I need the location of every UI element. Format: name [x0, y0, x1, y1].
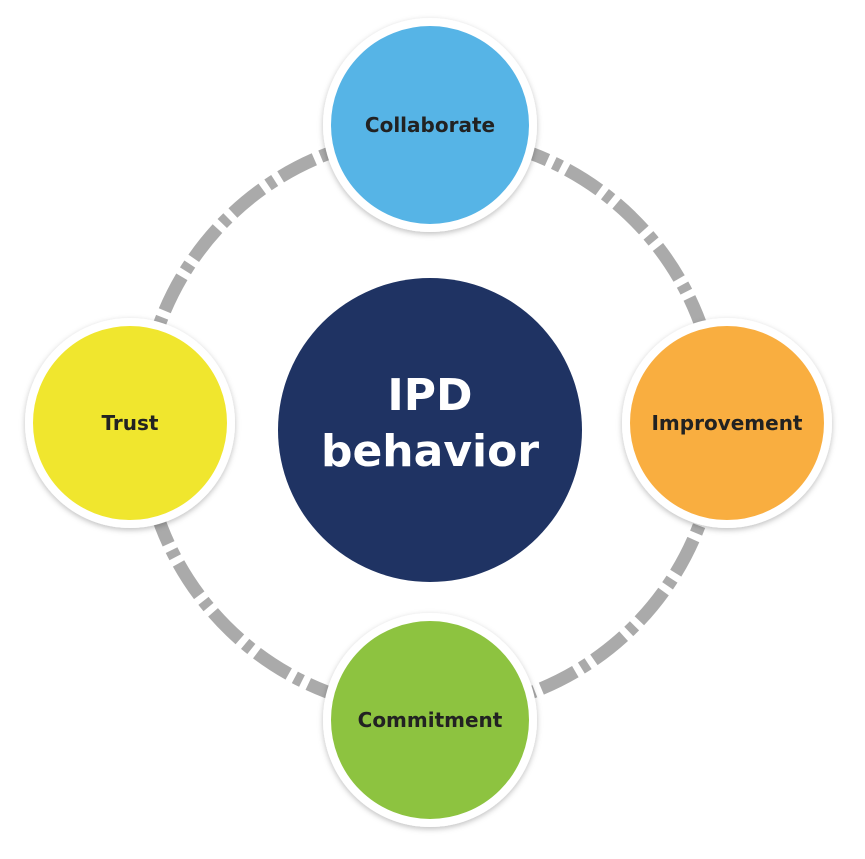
node-improvement-circle: [622, 318, 832, 528]
node-collaborate-label: Collaborate: [365, 113, 495, 137]
node-commitment: Commitment: [323, 613, 537, 827]
center-node: IPD behavior: [278, 278, 582, 582]
node-commitment-label: Commitment: [358, 708, 503, 732]
node-trust-label: Trust: [101, 411, 158, 435]
node-trust: Trust: [25, 318, 235, 528]
node-improvement-label: Improvement: [651, 411, 802, 435]
node-collaborate-circle: [323, 18, 537, 232]
node-improvement: Improvement: [622, 318, 832, 528]
node-commitment-circle: [323, 613, 537, 827]
node-collaborate: Collaborate: [323, 18, 537, 232]
center-title-line2: behavior: [321, 426, 539, 477]
center-circle: [278, 278, 582, 582]
center-title-line1: IPD: [387, 370, 472, 421]
node-trust-circle: [25, 318, 235, 528]
